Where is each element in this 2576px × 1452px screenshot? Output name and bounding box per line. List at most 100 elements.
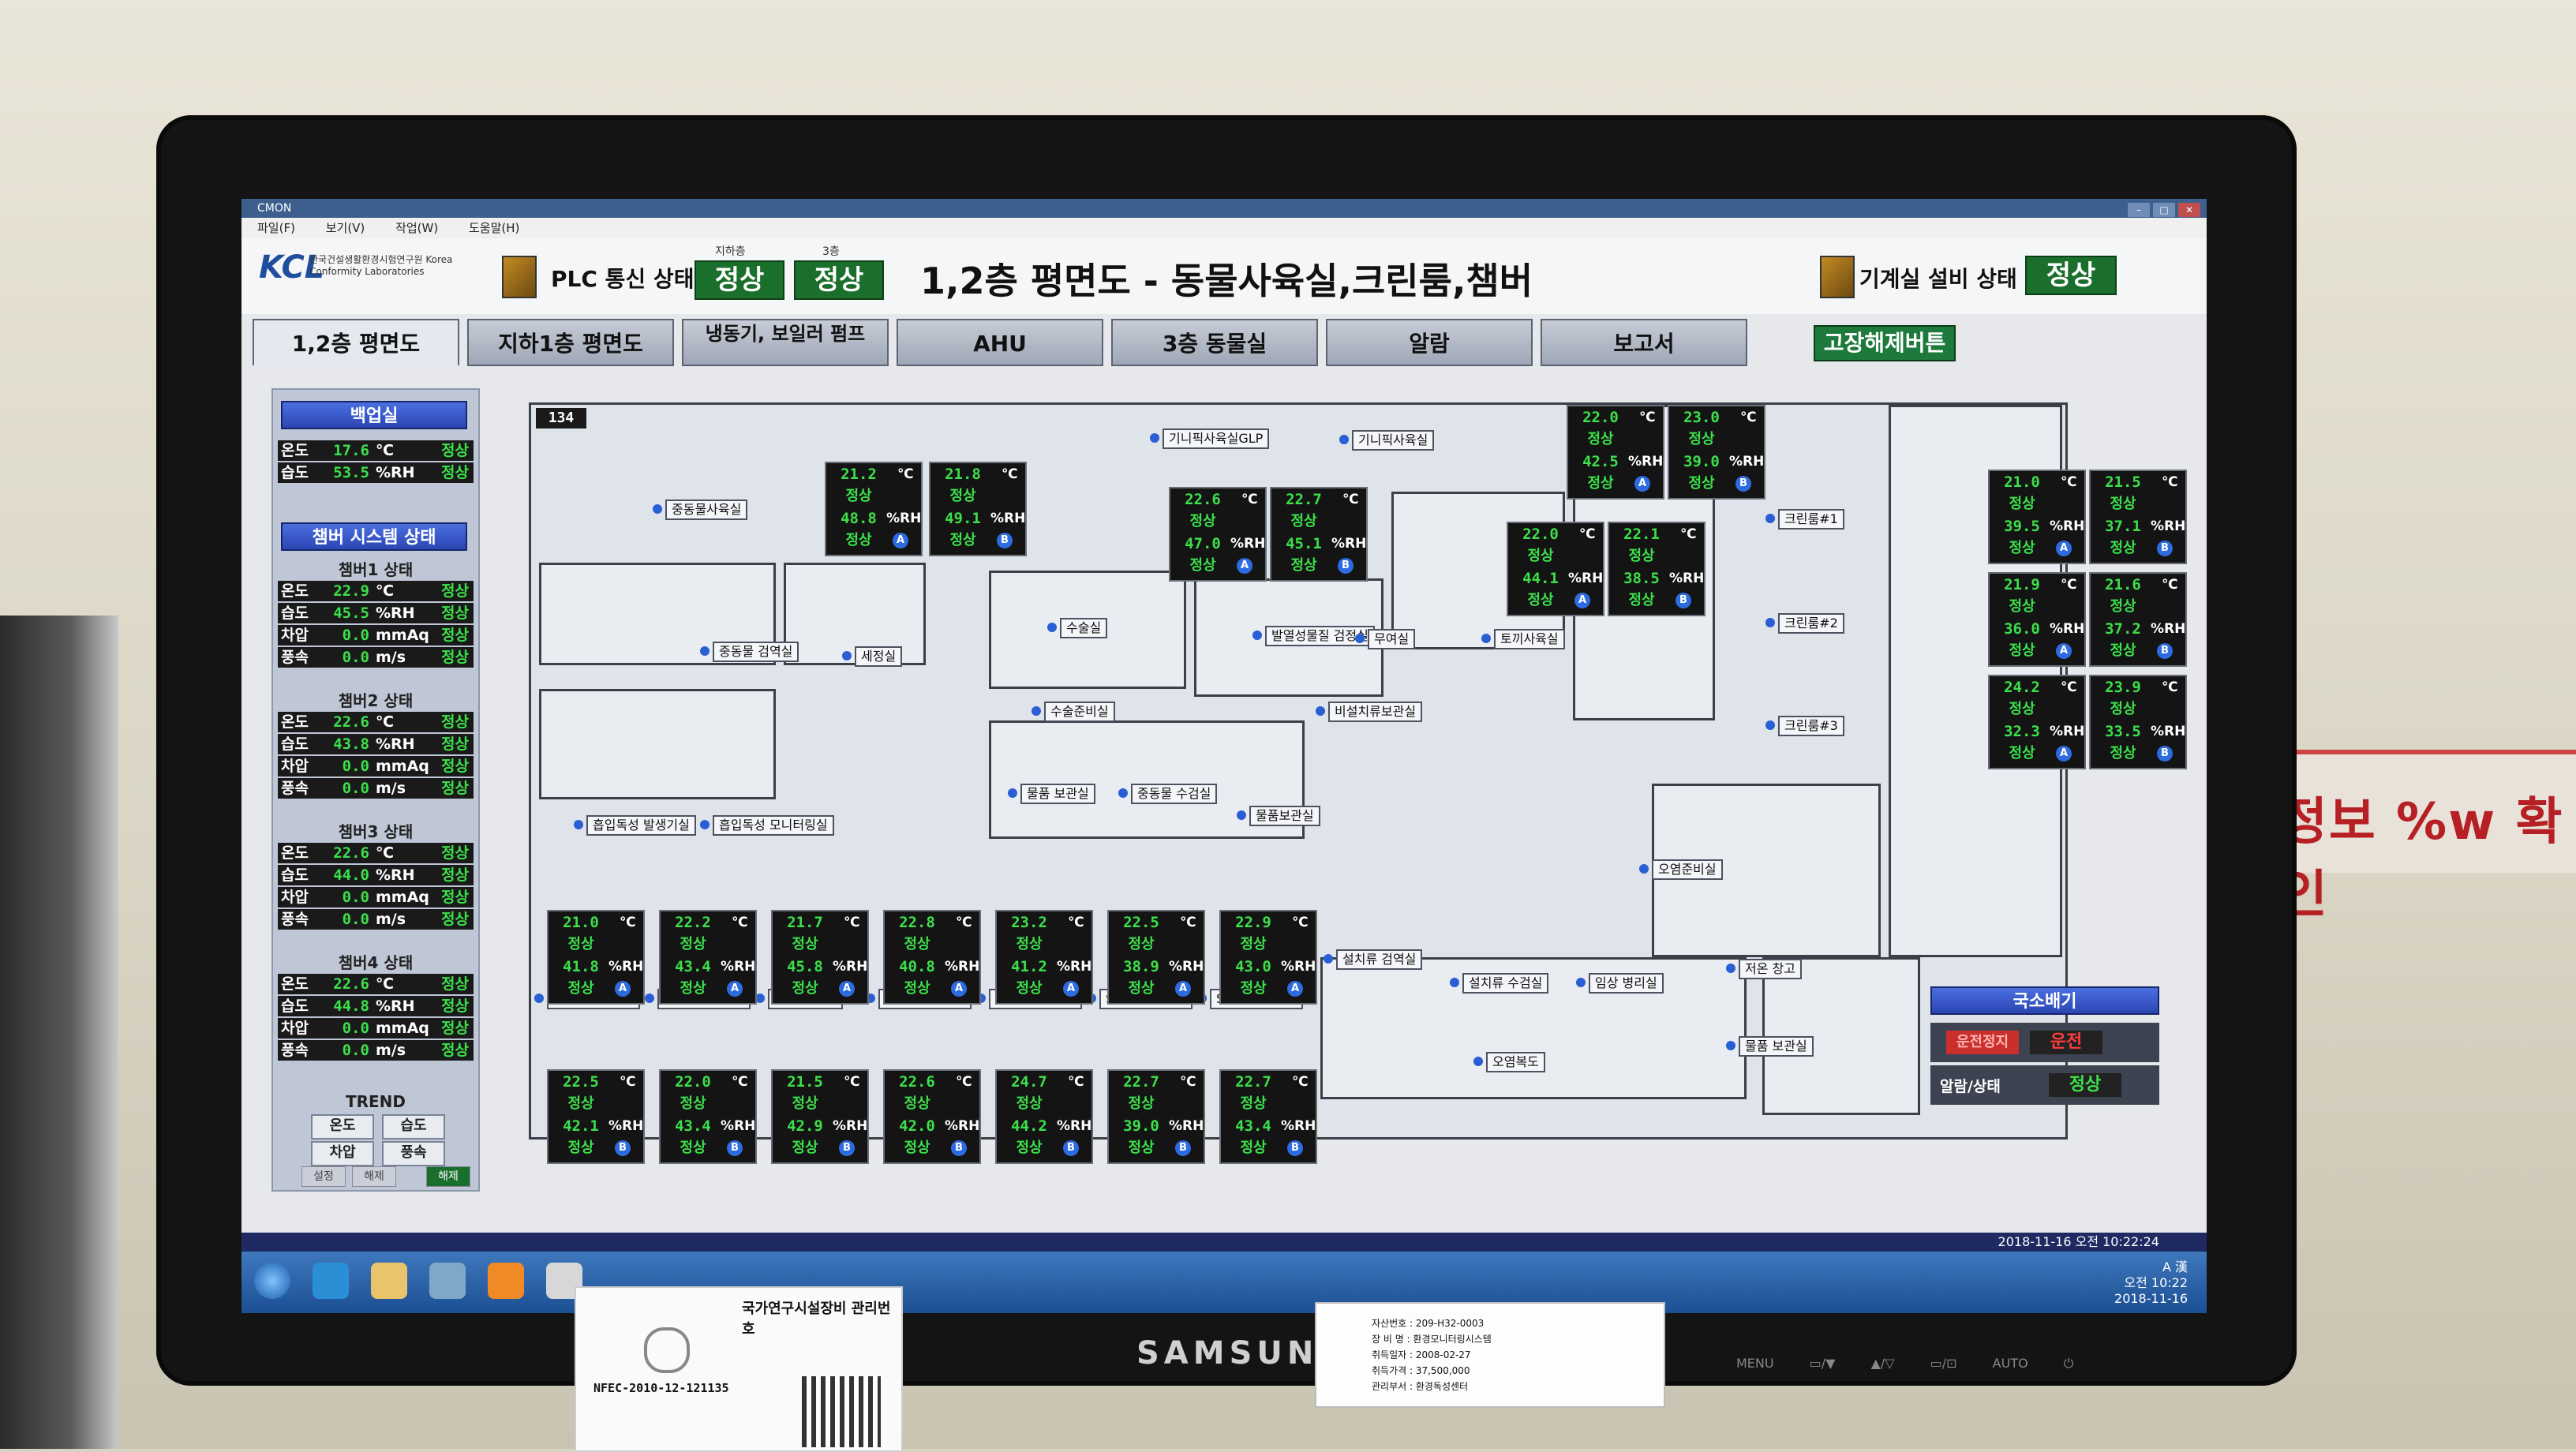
tab-alarm[interactable]: 알람 — [1326, 319, 1533, 366]
trend-hum-button[interactable]: 습도 — [382, 1114, 445, 1140]
tab-bar: 1,2층 평면도 지하1층 평면도 냉동기, 보일러 펌프 AHU 3층 동물실… — [242, 314, 2207, 369]
sensor-temp-status: 정상 — [1016, 936, 1043, 952]
exhaust-run-button[interactable]: 운전 — [2030, 1031, 2102, 1054]
sensor-temp-unit: ℃ — [1068, 1074, 1084, 1090]
release-button-2[interactable]: 해제 — [426, 1166, 470, 1187]
menu-help[interactable]: 도움말(H) — [469, 221, 520, 235]
trend-temp-button[interactable]: 온도 — [311, 1114, 374, 1140]
sensor-hum-status: 정상 — [1527, 592, 1554, 608]
ie-browser-icon[interactable] — [313, 1263, 349, 1299]
tab-3f-animal[interactable]: 3층 동물실 — [1111, 319, 1318, 366]
row-key: 온도 — [281, 844, 309, 862]
asset-row: 관리부서 : 환경독성센터 — [1372, 1381, 1469, 1392]
start-orb-icon[interactable] — [254, 1263, 290, 1299]
row-status: 정상 — [441, 582, 469, 600]
window-title: CMON — [257, 202, 292, 215]
media-app-icon[interactable] — [429, 1263, 466, 1299]
sensor-temp-unit: ℃ — [844, 915, 860, 930]
sensor-temp-status: 정상 — [792, 936, 818, 952]
sensor-hum-unit: %RH — [721, 959, 756, 975]
sensor-hum-status: 정상 — [949, 532, 976, 548]
sensor-humidity: 43.0 — [1235, 958, 1271, 975]
room-label: 수술실 — [1060, 618, 1108, 638]
room-sensor-dot — [1032, 706, 1041, 716]
sensor-hum-unit: %RH — [1169, 1118, 1204, 1134]
monitor-buttons[interactable]: MENU ▭/▼ ▲/▽ ▭/⊡ AUTO ⏻ — [1736, 1356, 2074, 1371]
tab-ahu[interactable]: AHU — [897, 319, 1103, 366]
tray-language[interactable]: A 漢 — [2162, 1259, 2188, 1274]
media-player-icon[interactable] — [488, 1263, 524, 1299]
exhaust-stop-button[interactable]: 운전정지 — [1946, 1031, 2019, 1054]
trend-pressure-button[interactable]: 차압 — [311, 1141, 374, 1166]
tab-basement-1[interactable]: 지하1층 평면도 — [467, 319, 674, 366]
sensor-row: 21.0 ℃ — [549, 911, 643, 934]
menu-file[interactable]: 파일(F) — [257, 221, 295, 235]
sensor-temp: 21.0 — [563, 914, 599, 931]
sensor-temp: 22.7 — [1286, 491, 1322, 508]
trend-wind-button[interactable]: 풍속 — [382, 1141, 445, 1166]
minimize-icon[interactable]: – — [2128, 203, 2150, 217]
tab-chiller-boiler[interactable]: 냉동기, 보일러 펌프 — [682, 319, 889, 366]
sensor-row: 23.9℃ — [2091, 676, 2185, 698]
close-icon[interactable]: ✕ — [2178, 203, 2200, 217]
settings-button[interactable]: 설정 — [301, 1166, 346, 1187]
row-unit: m/s — [376, 780, 406, 797]
local-exhaust-panel: 국소배기 운전정지 운전 알람/상태 정상 — [1930, 986, 2159, 1128]
tab-floor-1-2[interactable]: 1,2층 평면도 — [253, 319, 459, 366]
tab-report[interactable]: 보고서 — [1541, 319, 1747, 366]
sensor-row: 21.9℃ — [1990, 574, 2084, 596]
sensor-row: 36.0%RH — [1990, 618, 2084, 640]
sensor-temp: 22.5 — [563, 1073, 599, 1091]
app-header: KCL 한국건설생활환경시험연구원 Korea Conformity Labor… — [242, 238, 2207, 314]
sensor-temp-unit: ℃ — [620, 915, 636, 930]
fault-reset-button[interactable]: 고장해제버튼 — [1814, 325, 1956, 361]
maximize-icon[interactable]: □ — [2153, 203, 2175, 217]
tray-clock-date[interactable]: 2018-11-16 — [2114, 1291, 2188, 1306]
exhaust-control-row: 운전정지 운전 — [1930, 1023, 2159, 1062]
menu-view[interactable]: 보기(V) — [325, 221, 365, 235]
file-explorer-icon[interactable] — [371, 1263, 407, 1299]
window-titlebar[interactable]: CMON –□✕ — [242, 199, 2207, 218]
sensor-row: 정상 — [1568, 428, 1663, 451]
exhaust-alarm-row: 알람/상태 정상 — [1930, 1065, 2159, 1105]
sensor-row: 21.8℃ — [930, 463, 1025, 485]
release-button-1[interactable]: 해제 — [352, 1166, 396, 1187]
menu-work[interactable]: 작업(W) — [395, 221, 439, 235]
tray-clock-time[interactable]: 오전 10:22 — [2124, 1275, 2188, 1290]
row-key: 습도 — [281, 866, 309, 884]
